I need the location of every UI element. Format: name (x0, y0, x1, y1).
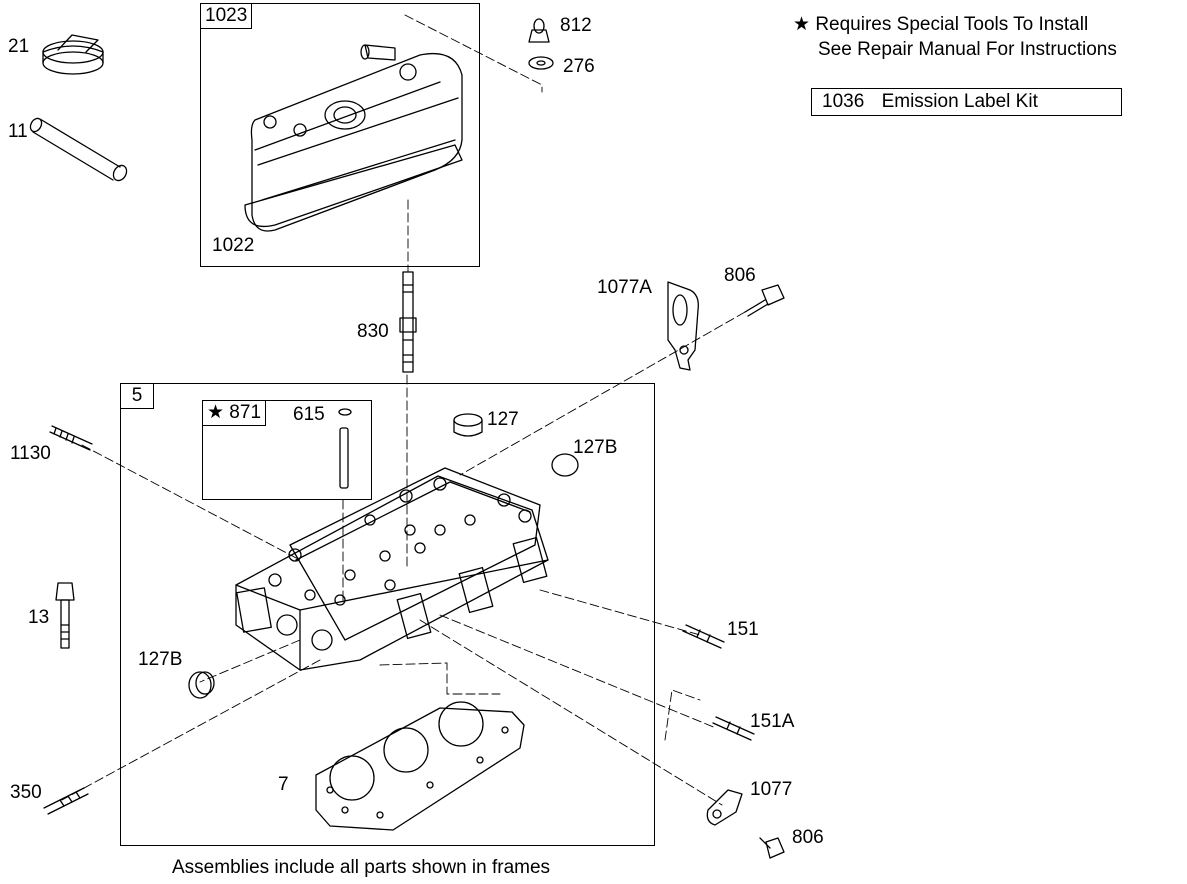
kit-name: Emission Label Kit (881, 91, 1038, 112)
part-label-11: 11 (8, 121, 28, 142)
cylinder-head-frame-tag: 5 (120, 383, 154, 409)
stud-830 (399, 271, 417, 373)
part-label-21: 21 (8, 36, 30, 57)
bolt-806-bottom (759, 837, 785, 859)
stud-350 (43, 787, 89, 815)
bolt-13 (55, 582, 75, 649)
emission-label-kit-box: 1036 Emission Label Kit (811, 88, 1122, 116)
nut-812 (528, 18, 550, 43)
valve-cover-frame-tag: 1023 (200, 3, 253, 29)
part-label-812: 812 (560, 15, 592, 36)
stud-1130 (49, 425, 93, 451)
valve-cover-drawing (244, 44, 463, 232)
leader-lines (61, 14, 746, 806)
hose-11 (29, 117, 128, 182)
part-label-1130: 1130 (10, 443, 51, 464)
part-label-127: 127 (487, 409, 519, 430)
plug-127b-top (551, 453, 579, 477)
valve-cover-frame (200, 3, 480, 267)
washer-276 (528, 56, 554, 70)
part-label-13: 13 (28, 607, 50, 628)
part-label-1022: 1022 (212, 235, 255, 256)
part-label-1077a: 1077A (597, 277, 652, 298)
valve-guide-frame (202, 400, 372, 500)
plug-127b-left (188, 671, 215, 699)
part-label-806-top: 806 (724, 265, 756, 286)
part-label-7: 7 (278, 774, 289, 795)
cylinder-head-drawing (235, 467, 549, 671)
valve-stem-615 (338, 408, 352, 489)
oil-cap-21 (42, 34, 104, 75)
special-tools-line1: Requires Special Tools To Install (815, 14, 1089, 35)
part-label-127b-top: 127B (573, 437, 618, 458)
bracket-1077a (667, 281, 699, 371)
stud-151 (682, 624, 725, 649)
head-gasket-7 (315, 701, 525, 831)
part-label-151: 151 (727, 619, 759, 640)
footer-caption: Assemblies include all parts shown in fr… (172, 857, 551, 878)
cylinder-head-frame (120, 383, 655, 846)
cup-plug-127 (453, 413, 483, 437)
part-label-615: 615 (293, 404, 325, 425)
part-label-830: 830 (357, 321, 389, 342)
kit-number: 1036 (822, 91, 865, 112)
part-label-127b-left: 127B (138, 649, 183, 670)
star-icon: ★ (793, 14, 811, 35)
part-label-806-bottom: 806 (792, 827, 824, 848)
special-tools-line2: See Repair Manual For Instructions (818, 39, 1117, 60)
part-label-276: 276 (563, 56, 595, 77)
bracket-1077 (706, 789, 743, 826)
part-label-1077: 1077 (750, 779, 793, 800)
part-label-151a: 151A (750, 711, 795, 732)
valve-guide-frame-tag: ★ 871 (202, 400, 267, 426)
bolt-806-top (744, 284, 785, 317)
special-tools-note: ★ Requires Special Tools To Install (793, 13, 1088, 37)
part-label-350: 350 (10, 782, 42, 803)
stud-151a (712, 716, 755, 741)
